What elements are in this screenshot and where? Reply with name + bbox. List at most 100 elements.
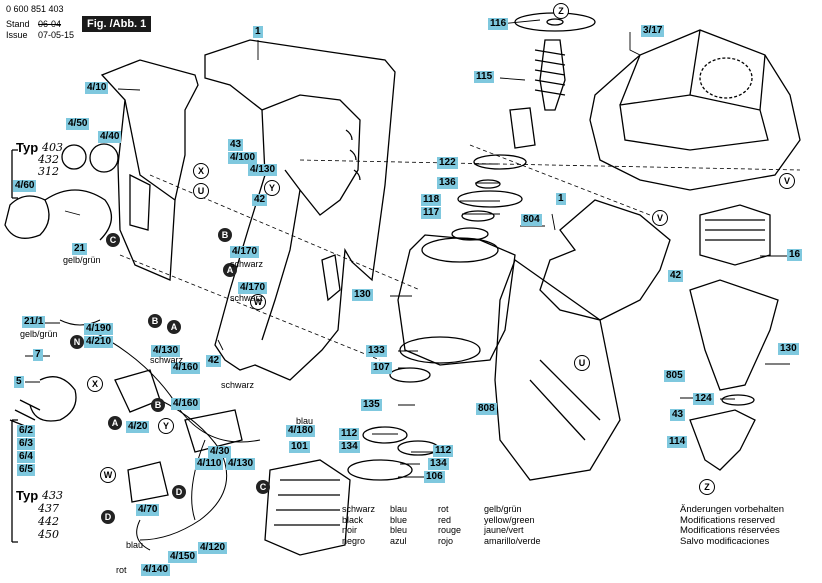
callout-43-b: 43 xyxy=(670,409,686,421)
callout-106: 106 xyxy=(424,471,445,483)
wire-label-schwarz-1: schwarz xyxy=(230,259,264,269)
circle-b-top: B xyxy=(218,228,232,242)
stand-label: Stand xyxy=(6,19,30,29)
callout-4-130-a: 4/130 xyxy=(248,164,278,176)
callout-805: 805 xyxy=(664,370,685,382)
callout-4-120: 4/120 xyxy=(198,542,228,554)
callout-1: 1 xyxy=(253,26,263,38)
callout-42-b: 42 xyxy=(668,270,684,282)
legend-es-black: negro xyxy=(342,535,366,546)
callout-136: 136 xyxy=(437,177,458,189)
callout-1-b: 1 xyxy=(556,193,566,205)
circle-v-right: V xyxy=(779,173,795,189)
legend-es-red: rojo xyxy=(438,535,454,546)
callout-42-c: 42 xyxy=(206,355,222,367)
legend-es-blue: azul xyxy=(390,535,407,546)
typ-bottom-value-2: 437 xyxy=(38,502,59,515)
circle-a-top: A xyxy=(223,263,237,277)
circle-d-mid: D xyxy=(172,485,186,499)
typ-bottom-value-3: 442 xyxy=(38,515,59,528)
figure-label: Fig. /Abb. 1 xyxy=(82,16,152,32)
circle-w-top: W xyxy=(250,294,266,310)
callout-4-30: 4/30 xyxy=(208,446,232,458)
note-es: Salvo modificaciones xyxy=(680,535,770,547)
circle-u-top: U xyxy=(193,183,209,199)
legend-de-blue: blau xyxy=(390,504,408,514)
callout-4-40: 4/40 xyxy=(98,131,122,143)
callout-118: 118 xyxy=(421,194,442,206)
legend-col-blue: blau blue bleu azul xyxy=(390,504,407,546)
callout-6-3: 6/3 xyxy=(17,438,35,450)
circle-y-top: Y xyxy=(264,180,280,196)
legend-de-black: schwarz xyxy=(342,504,376,514)
wire-label-blau-1: blau xyxy=(296,416,314,426)
typ-top-value-1: 403 xyxy=(42,141,63,154)
legend-col-black: schwarz black noir negro xyxy=(342,504,375,546)
circle-a-left: A xyxy=(167,320,181,334)
callout-4-170-b: 4/170 xyxy=(238,282,268,294)
callout-16: 16 xyxy=(787,249,803,261)
callout-6-4: 6/4 xyxy=(17,451,35,463)
callout-130-a: 130 xyxy=(352,289,373,301)
callout-4-150: 4/150 xyxy=(168,551,198,563)
wire-label-rot: rot xyxy=(116,565,127,575)
typ-bottom-value-1: 433 xyxy=(42,489,63,502)
legend-es-yellow-green: amarillo/verde xyxy=(484,535,541,546)
issue-label: Issue xyxy=(6,30,28,40)
callout-7: 7 xyxy=(33,349,43,361)
note-fr: Modifications réservées xyxy=(680,525,780,536)
callout-21-1: 21/1 xyxy=(22,316,46,328)
callout-116: 116 xyxy=(488,18,509,30)
callout-4-20: 4/20 xyxy=(126,421,150,433)
callout-4-10: 4/10 xyxy=(85,82,109,94)
circle-v-mid: V xyxy=(652,210,668,226)
legend-en-black: black xyxy=(342,514,364,525)
callout-804: 804 xyxy=(521,214,542,226)
callout-5: 5 xyxy=(14,376,24,388)
callout-4-70: 4/70 xyxy=(136,504,160,516)
callout-4-110: 4/110 xyxy=(195,458,224,470)
callout-4-130-b: 4/130 xyxy=(151,345,181,357)
wire-label-schwarz-2: schwarz xyxy=(230,293,264,303)
legend-col-red: rot red rouge rojo xyxy=(438,504,461,546)
callout-42-a: 42 xyxy=(252,194,268,206)
callout-4-210: 4/210 xyxy=(84,336,114,348)
wire-label-gelb-gruen-2: gelb/grün xyxy=(20,329,58,339)
legend-en-red: red xyxy=(438,514,452,525)
callout-4-160-a: 4/160 xyxy=(171,362,201,374)
wire-label-blau-2: blau xyxy=(126,540,144,550)
circle-n-left: N xyxy=(70,335,84,349)
callout-4-170-a: 4/170 xyxy=(230,246,260,258)
callout-4-60: 4/60 xyxy=(13,180,37,192)
typ-bottom-label: Typ xyxy=(16,488,39,503)
typ-top-label: Typ xyxy=(16,140,39,155)
circle-w-bottom: W xyxy=(100,467,116,483)
typ-top-value-2: 432 xyxy=(38,153,59,166)
callout-133: 133 xyxy=(366,345,387,357)
circle-b-left: B xyxy=(148,314,162,328)
circle-y-mid: Y xyxy=(158,418,174,434)
legend-fr-yellow-green: jaune/vert xyxy=(484,525,524,535)
callout-101: 101 xyxy=(289,441,310,453)
circle-c-bottom: C xyxy=(256,480,270,494)
callout-117: 117 xyxy=(421,207,442,219)
legend-en-blue: blue xyxy=(390,514,408,525)
legend-de-yellow-green: gelb/grün xyxy=(484,504,522,514)
legend-de-red: rot xyxy=(438,504,449,514)
wire-label-gelb-gruen-1: gelb/grün xyxy=(63,255,101,265)
callout-134-b: 134 xyxy=(428,458,449,470)
callout-4-100: 4/100 xyxy=(228,152,258,164)
callout-4-180: 4/180 xyxy=(286,425,316,437)
callout-4-190: 4/190 xyxy=(84,323,114,335)
callout-134-a: 134 xyxy=(339,441,360,453)
legend-fr-red: rouge xyxy=(438,525,462,535)
callout-3-17: 3/17 xyxy=(641,25,665,37)
circle-b-mid: B xyxy=(151,398,165,412)
callout-115: 115 xyxy=(474,71,495,83)
callout-6-5: 6/5 xyxy=(17,464,35,476)
callout-122: 122 xyxy=(437,157,458,169)
callout-112-a: 112 xyxy=(339,428,360,440)
callout-43: 43 xyxy=(228,139,244,151)
